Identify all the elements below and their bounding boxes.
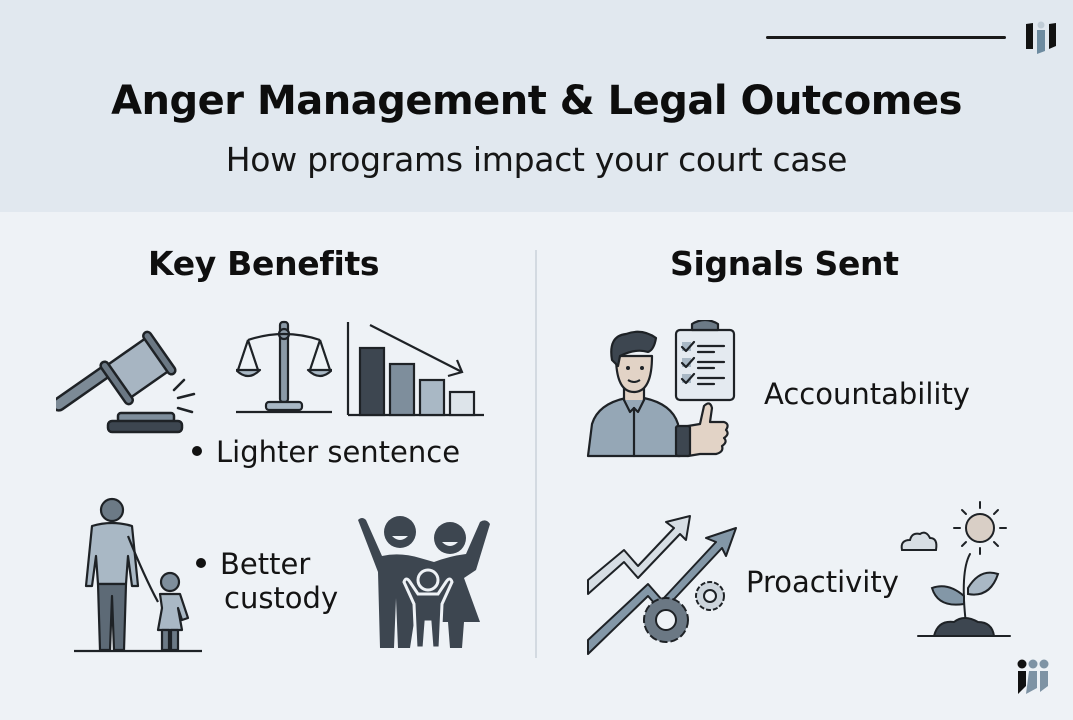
page-subtitle: How programs impact your court case — [225, 140, 848, 179]
header-rule — [766, 36, 1006, 39]
key-benefits-heading: Key Benefits — [148, 244, 380, 283]
page-title: Anger Management & Legal Outcomes — [111, 78, 962, 124]
accountability-label: Accountability — [764, 377, 970, 411]
signals-sent-heading: Signals Sent — [670, 244, 899, 283]
gavel-icon — [56, 330, 196, 434]
rising-arrows-gears-icon — [587, 515, 737, 655]
growing-plant-sun-icon — [900, 501, 1011, 637]
brand-logo-bottom-icon — [1017, 659, 1049, 694]
happy-family-icon — [358, 516, 490, 650]
man-with-checklist-thumbs-up-icon — [586, 320, 736, 458]
proactivity-label: Proactivity — [746, 565, 899, 599]
lighter-sentence-label: Lighter sentence — [192, 435, 460, 470]
brand-logo-icon — [1026, 21, 1056, 54]
bullet-icon — [196, 558, 206, 568]
bullet-icon — [192, 446, 202, 456]
header-band — [0, 0, 1073, 212]
scales-of-justice-icon — [236, 320, 332, 414]
declining-bar-chart-icon — [346, 322, 484, 417]
section-divider — [535, 250, 537, 658]
parent-and-child-icon — [74, 497, 202, 653]
